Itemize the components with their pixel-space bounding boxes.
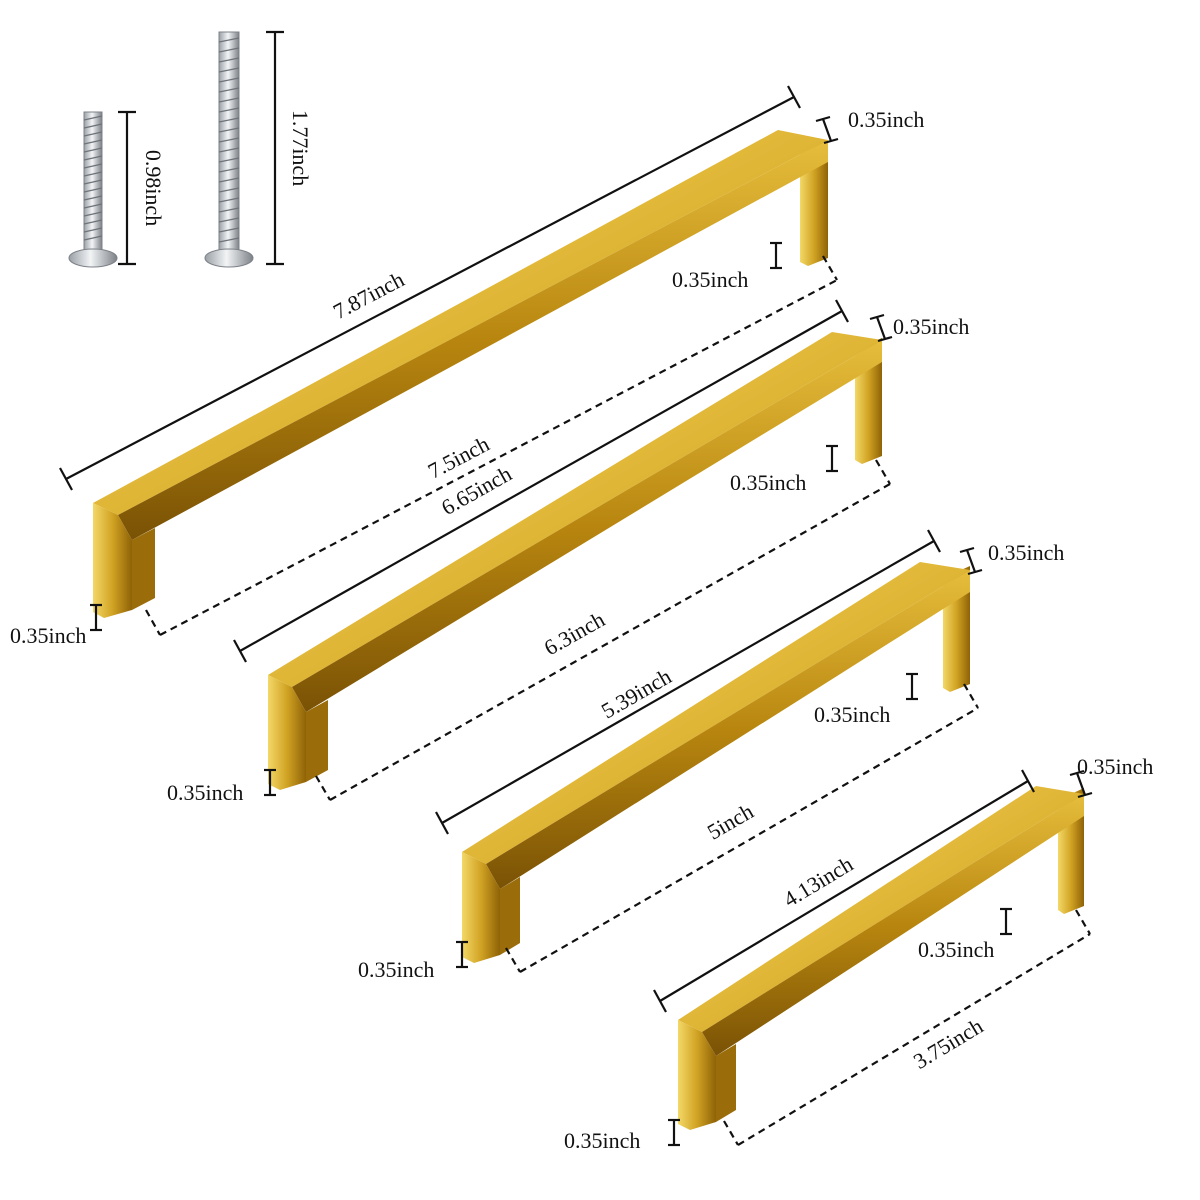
handle-3-hole-spacing-label: 5inch (703, 798, 758, 844)
handle-2: 6.65inch 6.3inch 0.35inch 0.35inch 0.35i… (167, 299, 969, 805)
handle-3-leg-width-label: 0.35inch (814, 702, 890, 727)
handle-1-illustration (93, 130, 828, 618)
handle-4-foot-width-label: 0.35inch (564, 1128, 640, 1153)
handle-2-hole-spacing-label: 6.3inch (540, 607, 609, 661)
handle-3-foot-width-label: 0.35inch (358, 957, 434, 982)
long-screw-length-label: 1.77inch (288, 110, 313, 186)
handle-2-illustration (268, 332, 882, 790)
handle-1-overall-length-label: 7.87inch (329, 267, 408, 325)
short-screw-length-label: 0.98inch (141, 150, 166, 226)
handle-1-leg-width-label: 0.35inch (672, 267, 748, 292)
handle-1-bar-width-label: 0.35inch (848, 107, 924, 132)
handle-1-foot-width-label: 0.35inch (10, 623, 86, 648)
handle-2-foot-width-label: 0.35inch (167, 780, 243, 805)
handle-3: 5.39inch 5inch 0.35inch 0.35inch 0.35inc… (358, 529, 1064, 982)
short-screw: 0.98inch (68, 110, 166, 268)
handle-3-illustration (462, 562, 970, 963)
handle-2-leg-width-label: 0.35inch (730, 470, 806, 495)
handle-4: 4.13inch 3.75inch 0.35inch 0.35inch 0.35… (564, 754, 1153, 1153)
short-screw-illustration (68, 111, 118, 268)
handle-2-bar-width-label: 0.35inch (893, 314, 969, 339)
long-screw: 1.77inch (204, 30, 313, 268)
handle-3-bar-width-label: 0.35inch (988, 540, 1064, 565)
handle-4-hole-spacing-label: 3.75inch (909, 1013, 987, 1074)
handle-4-leg-width-label: 0.35inch (918, 937, 994, 962)
handle-4-bar-width-label: 0.35inch (1077, 754, 1153, 779)
handle-3-overall-length-label: 5.39inch (597, 664, 676, 724)
long-screw-illustration (204, 31, 254, 268)
handle-4-overall-length-label: 4.13inch (779, 851, 857, 912)
handle-4-illustration (678, 786, 1084, 1130)
